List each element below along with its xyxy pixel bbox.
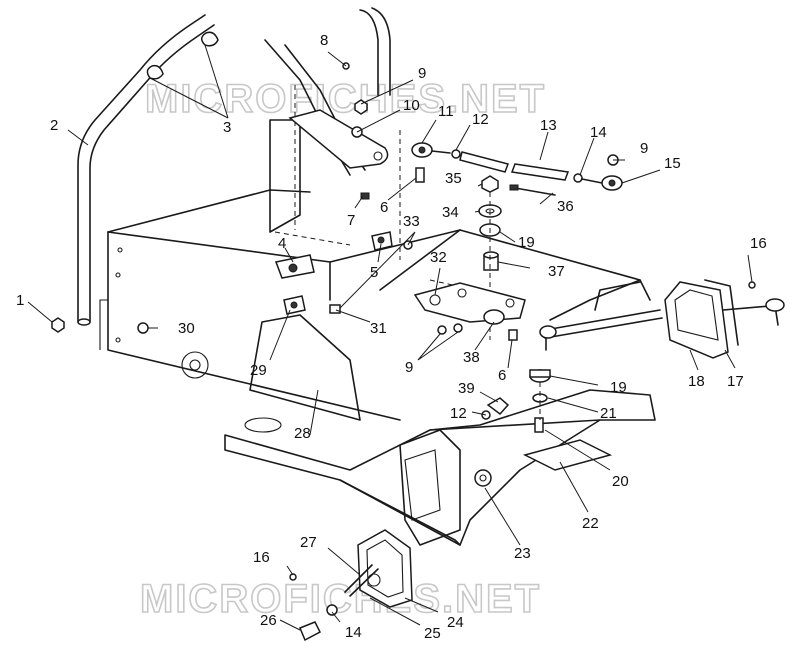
callout-34: 34 bbox=[442, 204, 459, 221]
callout-35: 35 bbox=[445, 170, 462, 187]
tie-rod-lower bbox=[539, 298, 785, 351]
callout-17: 17 bbox=[727, 373, 744, 390]
callout-27: 27 bbox=[300, 534, 317, 551]
bolt-6b bbox=[508, 329, 518, 341]
fitting-39 bbox=[486, 397, 510, 416]
bolt-6 bbox=[415, 167, 425, 183]
callout-38: 38 bbox=[463, 349, 480, 366]
callout-10: 10 bbox=[403, 97, 420, 114]
watermark-top: MICROFICHES.NET bbox=[145, 77, 546, 121]
callout-16b: 16 bbox=[253, 549, 270, 566]
callout-37: 37 bbox=[548, 263, 565, 280]
callout-15: 15 bbox=[664, 155, 681, 172]
callout-14b: 14 bbox=[345, 624, 362, 641]
main-frame bbox=[99, 85, 656, 546]
callout-26: 26 bbox=[260, 612, 277, 629]
callout-6a: 6 bbox=[380, 199, 388, 216]
callout-16a: 16 bbox=[750, 235, 767, 252]
knuckle-assembly bbox=[664, 279, 739, 359]
callout-1: 1 bbox=[16, 292, 24, 309]
callout-23: 23 bbox=[514, 545, 531, 562]
callout-19a: 19 bbox=[518, 234, 535, 251]
callout-32: 32 bbox=[430, 249, 447, 266]
callout-3: 3 bbox=[223, 119, 231, 136]
clip-7 bbox=[360, 192, 370, 200]
callout-25: 25 bbox=[424, 625, 441, 642]
callout-9a: 9 bbox=[418, 65, 426, 82]
washer-16b bbox=[289, 573, 297, 581]
callout-7: 7 bbox=[347, 212, 355, 229]
callout-14a: 14 bbox=[590, 124, 607, 141]
callout-21: 21 bbox=[600, 405, 617, 422]
callout-4: 4 bbox=[278, 235, 286, 252]
callout-2: 2 bbox=[50, 117, 58, 134]
callout-9b: 9 bbox=[640, 140, 648, 157]
callout-24: 24 bbox=[447, 614, 464, 631]
nut-9b bbox=[437, 325, 447, 335]
callout-8: 8 bbox=[320, 32, 328, 49]
pitman-plate bbox=[413, 282, 526, 325]
callout-13: 13 bbox=[540, 117, 557, 134]
callout-11: 11 bbox=[438, 103, 454, 120]
bracket-22 bbox=[522, 439, 613, 471]
bolt-36 bbox=[514, 187, 556, 196]
steering-arm bbox=[264, 39, 389, 176]
clevis-26 bbox=[299, 621, 321, 642]
tie-rod-upper bbox=[411, 142, 623, 191]
callout-5: 5 bbox=[370, 264, 378, 281]
callout-29: 29 bbox=[250, 362, 267, 379]
washer-16a bbox=[748, 281, 756, 289]
pivot-stack bbox=[478, 175, 502, 340]
nut-9 bbox=[354, 99, 368, 115]
handle-bar-tube bbox=[77, 7, 391, 326]
callout-18: 18 bbox=[688, 373, 705, 390]
callout-33: 33 bbox=[403, 213, 420, 230]
nut-1 bbox=[51, 317, 65, 333]
callout-9c: 9 bbox=[405, 359, 413, 376]
callout-39: 39 bbox=[458, 380, 475, 397]
bushing-30 bbox=[137, 322, 149, 334]
callout-31: 31 bbox=[370, 320, 387, 337]
callout-12b: 12 bbox=[450, 405, 467, 422]
callout-28: 28 bbox=[294, 425, 311, 442]
nut-14b bbox=[326, 604, 338, 616]
pedal-assembly bbox=[344, 529, 413, 608]
clip-31 bbox=[329, 304, 341, 314]
callout-6b: 6 bbox=[498, 367, 506, 384]
callout-12a: 12 bbox=[472, 111, 489, 128]
leader-lines bbox=[27, 44, 753, 631]
watermark-bottom: MICROFICHES.NET bbox=[140, 577, 541, 621]
lower-pivot bbox=[529, 369, 551, 433]
hose-clips bbox=[146, 31, 219, 80]
callout-36: 36 bbox=[557, 198, 574, 215]
callout-20: 20 bbox=[612, 473, 629, 490]
callout-22: 22 bbox=[582, 515, 599, 532]
callouts: 1 2 3 4 5 6 6 7 8 9 9 9 10 11 12 12 13 1… bbox=[16, 32, 767, 642]
side-plate bbox=[399, 429, 492, 546]
callout-30: 30 bbox=[178, 320, 195, 337]
callout-19b: 19 bbox=[610, 379, 627, 396]
